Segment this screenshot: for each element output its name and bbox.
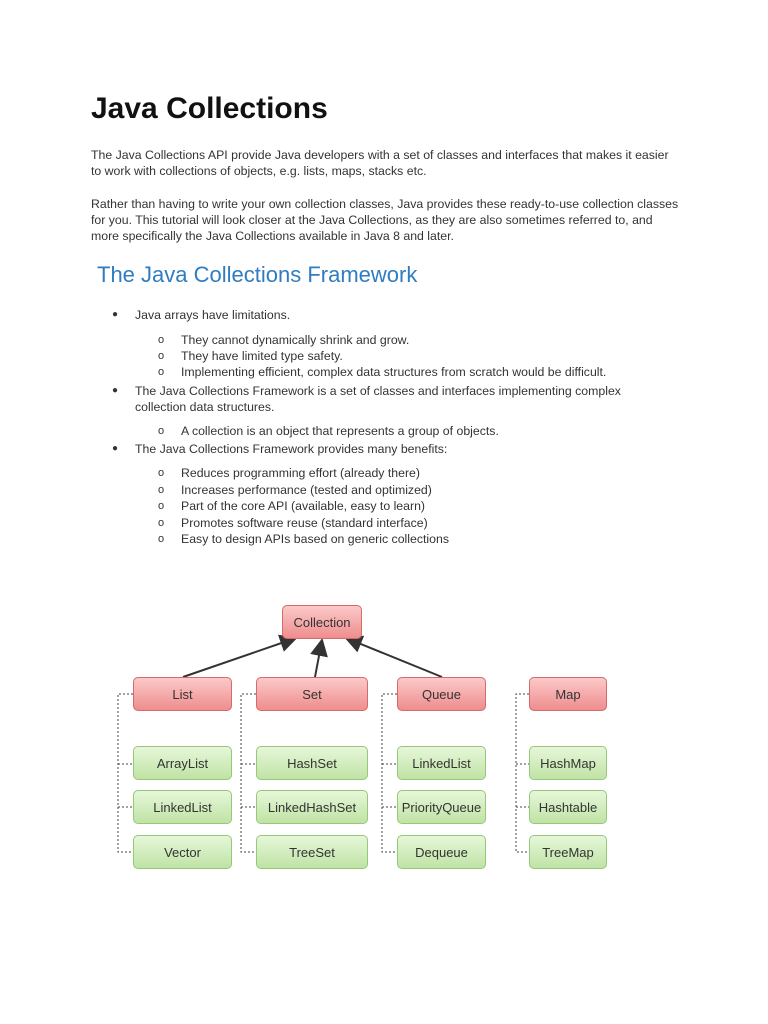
bullet-item: ● The Java Collections Framework provide… bbox=[112, 441, 675, 457]
dequeue-node: Dequeue bbox=[397, 835, 486, 869]
queue-to-collection-arrow bbox=[344, 635, 443, 678]
hashset-node: HashSet bbox=[256, 746, 368, 780]
treemap-node: TreeMap bbox=[529, 835, 607, 869]
list-node: List bbox=[133, 677, 232, 711]
sub-bullet-text: Promotes software reuse (standard interf… bbox=[181, 516, 428, 530]
bullet-dot-icon: ● bbox=[112, 443, 119, 454]
sub-bullet-text: Easy to design APIs based on generic col… bbox=[181, 532, 449, 546]
hashmap-node: HashMap bbox=[529, 746, 607, 780]
bullet-item: ● Java arrays have limitations. bbox=[112, 307, 675, 323]
sub-bullet-icon: o bbox=[158, 500, 165, 512]
sub-bullet-icon: o bbox=[158, 533, 165, 545]
sub-bullet-icon: o bbox=[158, 366, 165, 378]
sub-bullet-text: They cannot dynamically shrink and grow. bbox=[181, 333, 410, 347]
collection-node: Collection bbox=[282, 605, 362, 639]
bullet-text: The Java Collections Framework is a set … bbox=[135, 384, 621, 414]
sub-bullet-text: They have limited type safety. bbox=[181, 349, 343, 363]
intro-paragraph-1: The Java Collections API provide Java de… bbox=[91, 148, 669, 178]
sub-bullet-text: A collection is an object that represent… bbox=[181, 424, 499, 438]
treeset-node: TreeSet bbox=[256, 835, 368, 869]
sub-bullet-icon: o bbox=[158, 334, 165, 346]
sub-bullet-item: o Promotes software reuse (standard inte… bbox=[158, 515, 428, 531]
sub-bullet-item: o Part of the core API (available, easy … bbox=[158, 498, 426, 514]
arraylist-node: ArrayList bbox=[133, 746, 232, 780]
map-node: Map bbox=[529, 677, 607, 711]
sub-bullet-icon: o bbox=[158, 425, 165, 437]
sub-bullet-item: o A collection is an object that represe… bbox=[158, 423, 499, 439]
sub-bullet-item: o Increases performance (tested and opti… bbox=[158, 482, 432, 498]
linkedhashset-node: LinkedHashSet bbox=[256, 790, 368, 824]
queue-node: Queue bbox=[397, 677, 486, 711]
sub-bullet-text: Increases performance (tested and optimi… bbox=[181, 483, 432, 497]
queue-linkedlist-node: LinkedList bbox=[397, 746, 486, 780]
set-to-collection-arrow bbox=[310, 638, 328, 678]
sub-bullet-item: o Easy to design APIs based on generic c… bbox=[158, 531, 449, 547]
sub-bullet-icon: o bbox=[158, 517, 165, 529]
bullet-text: Java arrays have limitations. bbox=[135, 308, 291, 322]
sub-bullet-icon: o bbox=[158, 467, 165, 479]
section-heading: The Java Collections Framework bbox=[97, 262, 418, 287]
vector-node: Vector bbox=[133, 835, 232, 869]
hashtable-node: Hashtable bbox=[529, 790, 607, 824]
sub-bullet-text: Implementing efficient, complex data str… bbox=[181, 365, 607, 379]
sub-bullet-item: o They cannot dynamically shrink and gro… bbox=[158, 332, 410, 348]
bullet-item: ● The Java Collections Framework is a se… bbox=[112, 383, 675, 415]
sub-bullet-text: Reduces programming effort (already ther… bbox=[181, 466, 420, 480]
sub-bullet-item: o Reduces programming effort (already th… bbox=[158, 465, 420, 481]
sub-bullet-icon: o bbox=[158, 350, 165, 362]
sub-bullet-item: o Implementing efficient, complex data s… bbox=[158, 364, 607, 380]
sub-bullet-text: Part of the core API (available, easy to… bbox=[181, 499, 426, 513]
bullet-text: The Java Collections Framework provides … bbox=[135, 442, 448, 456]
implementation-connectors bbox=[117, 693, 529, 853]
intro-paragraph-2: Rather than having to write your own col… bbox=[91, 197, 679, 243]
list-to-collection-arrow bbox=[182, 634, 298, 678]
sub-bullet-item: o They have limited type safety. bbox=[158, 348, 343, 364]
page-title: Java Collections bbox=[91, 92, 328, 125]
bullet-dot-icon: ● bbox=[112, 309, 119, 320]
set-node: Set bbox=[256, 677, 368, 711]
linkedlist-node: LinkedList bbox=[133, 790, 232, 824]
priorityqueue-node: PriorityQueue bbox=[397, 790, 486, 824]
sub-bullet-icon: o bbox=[158, 484, 165, 496]
bullet-dot-icon: ● bbox=[112, 385, 119, 396]
